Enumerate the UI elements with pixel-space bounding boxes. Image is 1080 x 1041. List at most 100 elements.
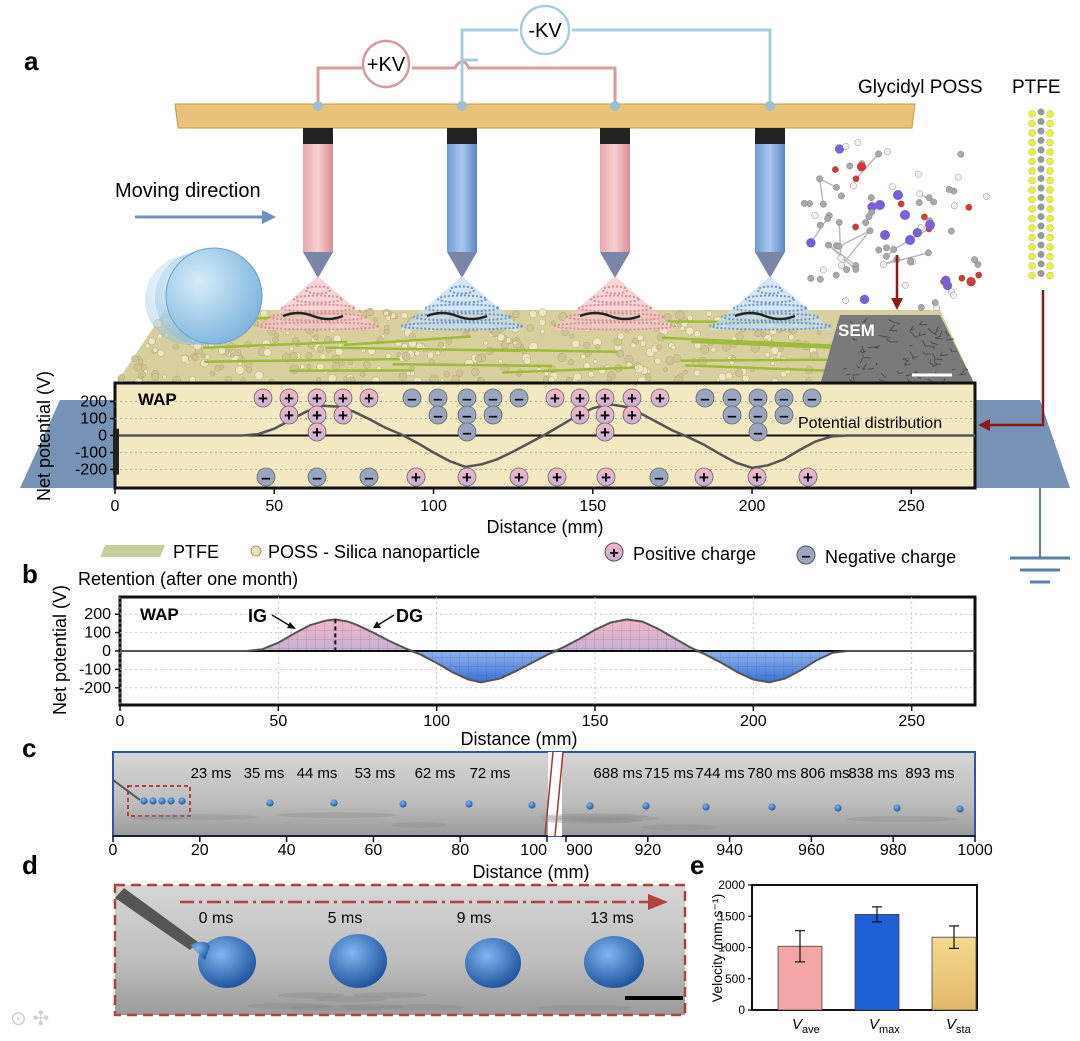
fluorine-atom (1047, 177, 1054, 184)
nanoparticle (687, 315, 693, 321)
arrow-head (891, 298, 903, 310)
droplet-dot (158, 797, 165, 804)
droplet-dot (768, 803, 775, 810)
carbon-atom (1038, 213, 1045, 220)
droplet-dot (167, 797, 174, 804)
positive-charge-sign: + (627, 406, 637, 425)
frame-time-label: 838 ms (848, 765, 897, 782)
glycidyl-poss-label: Glycidyl POSS (858, 77, 983, 98)
plot-b-xlabel: Distance (mm) (460, 729, 577, 749)
atom (812, 212, 818, 218)
nanoparticle (735, 369, 743, 377)
nanoparticle (201, 353, 205, 357)
carbon-atom (1038, 242, 1045, 249)
nanoparticle (290, 365, 299, 374)
carbon-atom (1038, 156, 1045, 163)
negative-charge-sign: – (433, 406, 442, 425)
positive-charge-sign: + (364, 389, 374, 408)
x-tick-label: 50 (269, 713, 287, 730)
nanoparticle (409, 333, 416, 340)
nanoparticle (246, 367, 252, 373)
droplet-sphere (166, 248, 262, 344)
atom (816, 176, 822, 182)
carbon-atom (1038, 251, 1045, 258)
atom (862, 219, 868, 225)
fluorine-atom (1047, 120, 1054, 127)
nanoparticle (524, 357, 531, 364)
atom (817, 276, 823, 282)
nanoparticle (585, 352, 590, 357)
nanoparticle (235, 350, 241, 356)
plot-b-label: WAP (140, 605, 179, 624)
x-tick-label: 100 (520, 842, 547, 859)
nanoparticle (306, 353, 312, 359)
atom (890, 246, 896, 252)
x-tick-label: 0 (109, 842, 118, 859)
droplet-dot (140, 797, 147, 804)
fluorine-atom (1047, 111, 1054, 118)
nanoparticle (513, 341, 517, 345)
atom (833, 184, 839, 190)
nanoparticle (673, 355, 681, 363)
bond (820, 179, 824, 204)
poss-legend-swatch (251, 546, 261, 556)
fluorine-atom (1047, 187, 1054, 194)
carbon-atom (1038, 147, 1045, 154)
fluorine-atom (1029, 234, 1036, 241)
nanoparticle (328, 374, 336, 382)
atom (883, 253, 889, 259)
negative-charge-sign: – (727, 406, 736, 425)
nanoparticle (401, 312, 407, 318)
atom (820, 267, 826, 273)
fluorine-atom (1029, 149, 1036, 156)
positive-charge-sign: + (550, 389, 560, 408)
x-tick-label: 900 (566, 842, 593, 859)
nanoparticle (384, 325, 389, 330)
fluorine-atom (1047, 130, 1054, 137)
atom (824, 215, 830, 221)
fluorine-atom (1029, 215, 1036, 222)
silicon-atom (893, 190, 903, 200)
negative-charge-sign: – (654, 468, 663, 487)
nanoparticle (363, 361, 370, 368)
carbon-atom (1038, 118, 1045, 125)
nanoparticle (656, 345, 661, 350)
bond (883, 253, 928, 265)
silicon-atom (880, 230, 890, 240)
atom (967, 277, 973, 283)
nanoparticle (539, 319, 546, 326)
atom (817, 222, 823, 228)
nanoparticle (789, 334, 795, 340)
bond (839, 231, 870, 247)
surface-texture (846, 816, 957, 822)
atom (857, 162, 866, 171)
negative-charge-sign: – (753, 423, 762, 442)
atom (843, 297, 849, 303)
droplet (465, 938, 521, 988)
needle-body (447, 144, 477, 252)
droplet (584, 936, 644, 988)
surface-texture (537, 1005, 631, 1011)
silicon-atom (875, 200, 885, 210)
atom (925, 250, 931, 256)
ptfe-legend-swatch (100, 545, 165, 557)
atom (860, 295, 869, 304)
frame-time-label: 62 ms (415, 765, 456, 782)
droplet (329, 934, 387, 988)
carbon-atom (1038, 128, 1045, 135)
needle-tip (755, 252, 785, 278)
nanoparticle (289, 346, 294, 351)
atom (867, 228, 873, 234)
panel-letter-a: a (24, 46, 39, 76)
fluorine-atom (1047, 272, 1054, 279)
nanoparticle (456, 370, 463, 377)
surface-texture (391, 822, 447, 828)
nanoparticle (119, 374, 125, 380)
atom (948, 228, 954, 234)
y-tick-label: 200 (84, 606, 111, 623)
wire-positive (318, 68, 362, 104)
droplet-dot (528, 801, 535, 808)
